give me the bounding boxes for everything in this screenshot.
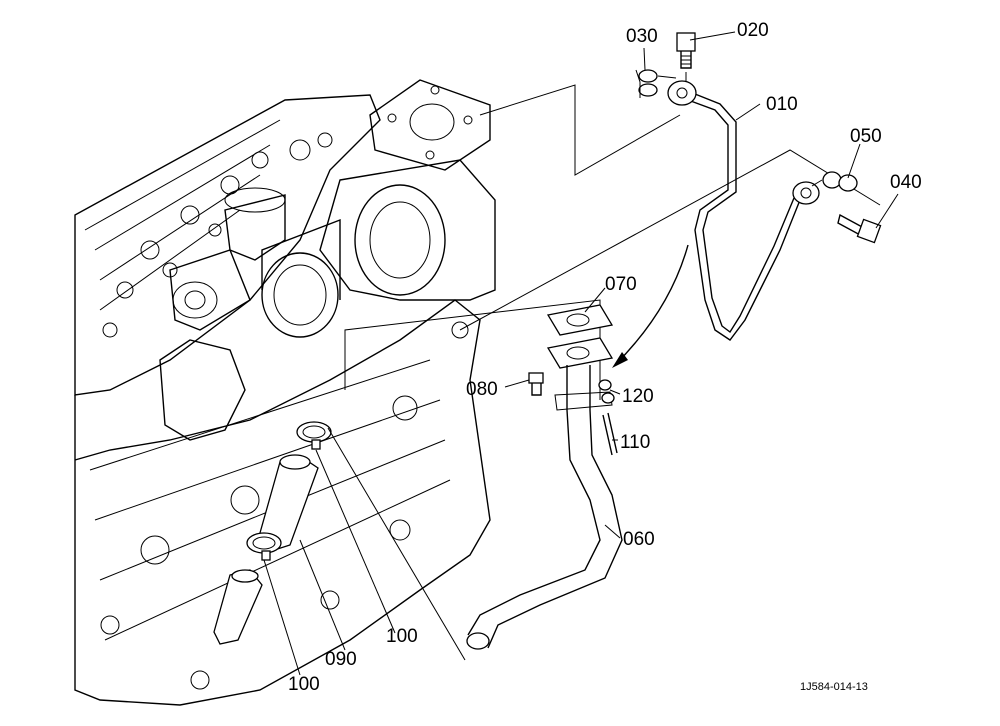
callout-100-left: 100 <box>288 674 320 695</box>
leader-lines <box>263 31 899 676</box>
block-pipe-stub-drawing <box>213 569 263 645</box>
callout-040: 040 <box>890 172 922 193</box>
clip-120-drawing <box>598 379 615 404</box>
callout-030: 030 <box>626 26 658 47</box>
hose-clamp-100-lower-drawing <box>246 532 282 561</box>
oil-pipe-010-drawing <box>612 80 820 368</box>
callout-020: 020 <box>737 20 769 41</box>
callout-labels: 020 030 010 050 040 070 080 120 110 060 … <box>288 20 922 695</box>
callout-100-right: 100 <box>386 626 418 647</box>
pin-110-drawing <box>602 412 618 456</box>
banjo-bolt-040-drawing <box>837 213 882 244</box>
callout-080: 080 <box>466 379 498 400</box>
hose-clamp-100-upper-drawing <box>296 421 332 450</box>
callout-120: 120 <box>622 386 654 407</box>
banjo-bolt-020-drawing <box>676 32 696 82</box>
callout-010: 010 <box>766 94 798 115</box>
gaskets-070-drawing <box>546 304 614 369</box>
washers-030-drawing <box>635 69 677 98</box>
callout-090: 090 <box>325 649 357 670</box>
oil-return-pipe-060-drawing <box>466 365 623 650</box>
callout-050: 050 <box>850 126 882 147</box>
drawing-id: 1J584-014-13 <box>800 681 868 693</box>
callout-110: 110 <box>620 432 650 453</box>
washers-050-drawing <box>811 171 858 192</box>
callout-060: 060 <box>623 529 655 550</box>
bolt-080-drawing <box>528 372 544 396</box>
engine-block-drawing <box>74 79 881 706</box>
callout-070: 070 <box>605 274 637 295</box>
hose-090-drawing <box>257 454 319 553</box>
